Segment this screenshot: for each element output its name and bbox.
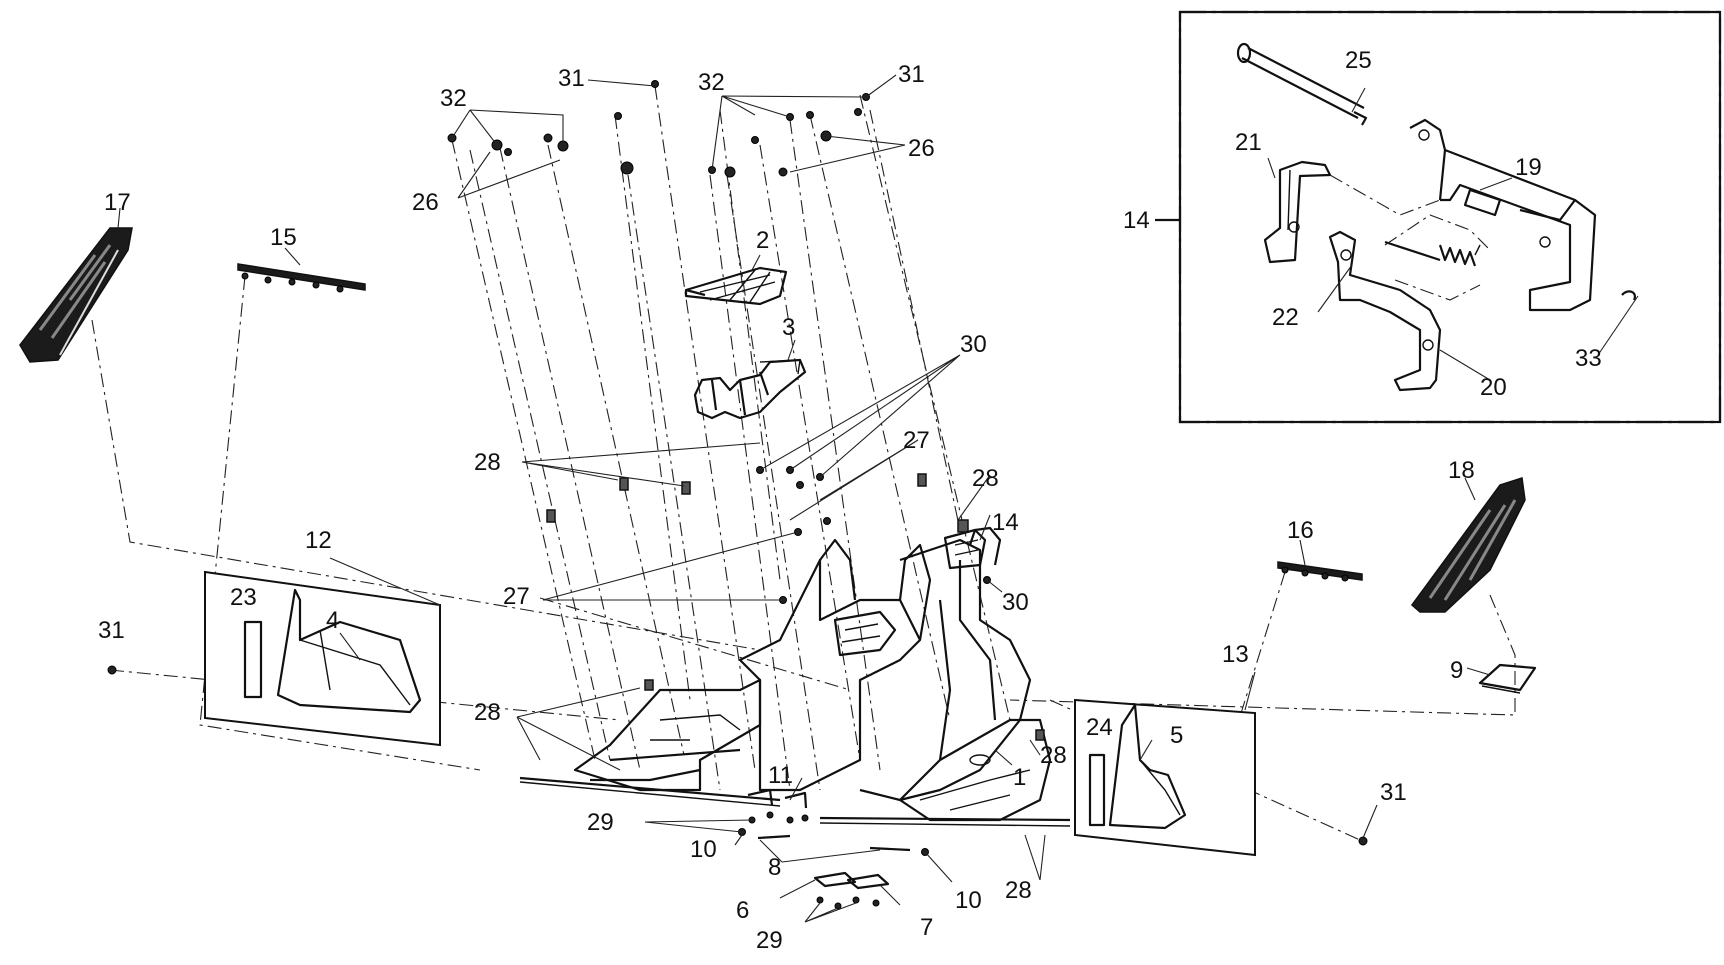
trim-strip-16: [1277, 561, 1363, 582]
callout-26-left: 26: [412, 189, 439, 216]
callout-26-right: 26: [908, 135, 935, 162]
detail-inset-14: [1155, 10, 1722, 424]
callout-29-lower: 29: [756, 927, 783, 954]
callout-25: 25: [1345, 47, 1372, 74]
callout-5: 5: [1170, 722, 1183, 749]
callout-2: 2: [756, 227, 769, 254]
callout-28-upper-right: 28: [972, 465, 999, 492]
callout-3: 3: [782, 314, 795, 341]
callout-29-upper: 29: [587, 809, 614, 836]
callout-31-top-right: 31: [898, 61, 925, 88]
callout-33: 33: [1575, 345, 1602, 372]
callout-11: 11: [768, 762, 793, 789]
leader-lines: [117, 74, 1491, 923]
callout-24: 24: [1086, 714, 1113, 741]
callout-20: 20: [1480, 374, 1507, 401]
callout-31-left: 31: [98, 617, 125, 644]
bracket-2: [684, 266, 788, 306]
callout-28-lower-right: 28: [1040, 742, 1067, 769]
callout-labels: 17 15 32 31 32 31 26 26 2 3 30 28 27 28 …: [98, 47, 1602, 954]
callout-31-right: 31: [1380, 779, 1407, 806]
side-trim-panel-18: [1410, 477, 1526, 613]
callout-13: 13: [1222, 641, 1249, 668]
bracket-3: [693, 358, 807, 420]
callout-6: 6: [736, 897, 749, 924]
callout-30-lower: 30: [1002, 589, 1029, 616]
callout-21: 21: [1235, 129, 1262, 156]
panel-box-12: [107, 570, 441, 747]
fasteners-28: [546, 473, 1045, 741]
callout-18: 18: [1448, 457, 1475, 484]
callout-28-lower-left: 28: [474, 699, 501, 726]
callout-12: 12: [305, 527, 332, 554]
callout-22: 22: [1272, 304, 1299, 331]
callout-28-upper-left: 28: [474, 449, 501, 476]
cover-plate-9: [1478, 663, 1537, 694]
callout-30-upper: 30: [960, 331, 987, 358]
callout-9: 9: [1450, 657, 1463, 684]
callout-23: 23: [230, 584, 257, 611]
callout-31-top-left: 31: [558, 65, 585, 92]
panel-box-13: [1074, 698, 1368, 857]
callout-27-lower: 27: [503, 583, 530, 610]
callout-19: 19: [1515, 154, 1542, 181]
callout-7: 7: [920, 914, 933, 941]
callout-10-right: 10: [955, 887, 982, 914]
callout-14-inset: 14: [1123, 207, 1150, 234]
callout-28-bottom: 28: [1005, 877, 1032, 904]
callout-32-left: 32: [440, 85, 467, 112]
bracket-14-on-body: [943, 528, 987, 570]
callout-16: 16: [1287, 517, 1314, 544]
callout-15: 15: [270, 224, 297, 251]
callout-1: 1: [1013, 764, 1026, 791]
callout-10-left: 10: [690, 836, 717, 863]
side-trim-panel-17: [19, 227, 133, 363]
main-body-1: [519, 526, 1071, 827]
trim-strip-15: [237, 263, 366, 293]
callout-27-upper: 27: [903, 427, 930, 454]
callout-17: 17: [104, 189, 131, 216]
callout-4: 4: [326, 607, 339, 634]
callout-8: 8: [768, 854, 781, 881]
callout-32-center: 32: [698, 69, 725, 96]
callout-14-body: 14: [992, 509, 1019, 536]
